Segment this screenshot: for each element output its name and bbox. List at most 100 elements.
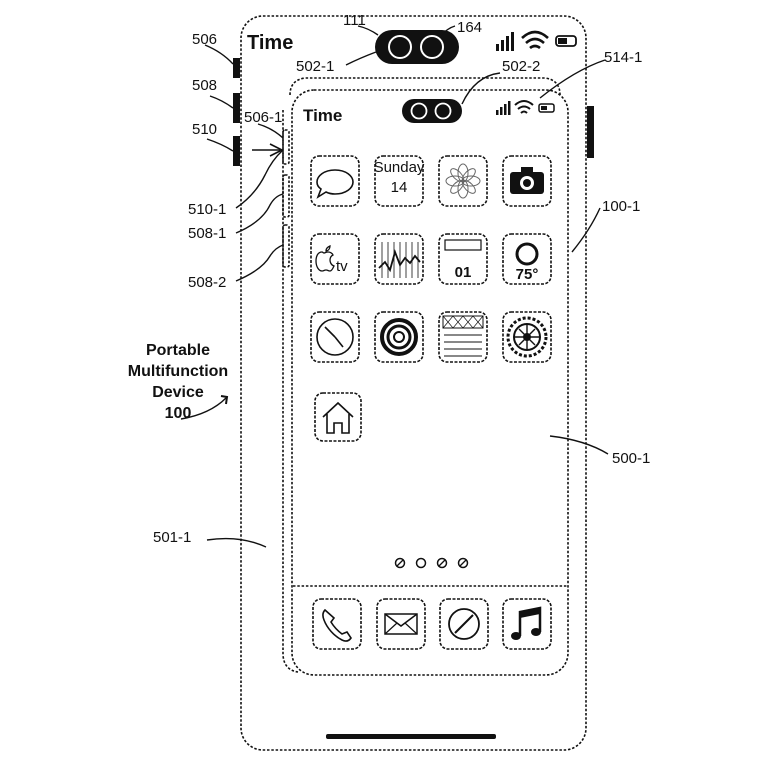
inner-button-508-2[interactable] bbox=[282, 224, 290, 268]
app-fitness[interactable] bbox=[374, 311, 424, 363]
inner-device-top-edge bbox=[289, 77, 561, 96]
outer-button-right[interactable] bbox=[587, 106, 594, 158]
dock-browser[interactable] bbox=[439, 598, 489, 650]
ref-500-1: 500-1 bbox=[612, 450, 650, 467]
inner-camera-cutout bbox=[402, 99, 462, 123]
ref-508: 508 bbox=[192, 77, 217, 94]
ref-508-2: 508-2 bbox=[188, 274, 226, 291]
caption-arrow bbox=[180, 397, 227, 420]
leader-164 bbox=[439, 25, 456, 37]
activity-rings-icon bbox=[380, 318, 418, 356]
music-note-icon bbox=[511, 606, 542, 640]
leader-111 bbox=[357, 25, 379, 36]
dock bbox=[293, 585, 567, 650]
caption-line-2: Multifunction bbox=[128, 363, 228, 380]
ref-502-1: 502-1 bbox=[296, 58, 334, 75]
speech-bubble-icon bbox=[316, 169, 354, 199]
leader-514-1 bbox=[539, 59, 606, 99]
ref-501-1: 501-1 bbox=[153, 529, 191, 546]
app-photos[interactable] bbox=[438, 155, 488, 207]
ref-508-1: 508-1 bbox=[188, 225, 226, 242]
leader-506 bbox=[204, 44, 234, 65]
leader-502-1 bbox=[345, 51, 377, 66]
app-grid: Sunday 14 bbox=[310, 155, 552, 442]
inner-button-508-1[interactable] bbox=[282, 174, 290, 218]
compass-icon bbox=[448, 608, 480, 640]
ref-164: 164 bbox=[457, 19, 482, 36]
app-calendar[interactable]: Sunday 14 bbox=[374, 155, 425, 207]
dock-music[interactable] bbox=[502, 598, 552, 650]
app-clock[interactable] bbox=[310, 311, 360, 363]
leader-502-2 bbox=[461, 72, 501, 105]
inner-device-left-edge bbox=[282, 110, 299, 673]
clock-icon bbox=[316, 318, 354, 356]
caption-line-1: Portable bbox=[146, 342, 210, 359]
outer-home-indicator[interactable] bbox=[326, 734, 496, 739]
weather-label: 75° bbox=[516, 266, 539, 283]
app-messages[interactable] bbox=[310, 155, 360, 207]
app-weather[interactable]: 75° bbox=[502, 233, 552, 285]
ref-510-1: 510-1 bbox=[188, 201, 226, 218]
home-icon bbox=[322, 401, 354, 434]
app-settings[interactable] bbox=[502, 311, 552, 363]
leader-100-1 bbox=[571, 207, 601, 253]
outer-battery-icon bbox=[555, 35, 577, 47]
outer-device: Time bbox=[233, 15, 594, 751]
apple-logo-icon bbox=[315, 244, 335, 272]
inner-wifi-icon bbox=[514, 100, 534, 114]
app-notes[interactable] bbox=[438, 311, 488, 363]
outer-device-body bbox=[240, 15, 587, 751]
outer-status-time: Time bbox=[247, 32, 293, 54]
leader-508-2 bbox=[235, 244, 284, 282]
leader-lines bbox=[180, 25, 609, 548]
ref-111: 111 bbox=[343, 12, 366, 29]
inner-status-time: Time bbox=[303, 106, 342, 125]
dock-phone[interactable] bbox=[312, 598, 362, 650]
leader-510 bbox=[206, 138, 234, 152]
ref-506: 506 bbox=[192, 31, 217, 48]
ref-510: 510 bbox=[192, 121, 217, 138]
leader-501-1 bbox=[206, 537, 267, 548]
ref-502-2: 502-2 bbox=[502, 58, 540, 75]
stocks-label: 01 bbox=[455, 264, 472, 281]
ref-514-1: 514-1 bbox=[604, 49, 642, 66]
app-camera[interactable] bbox=[502, 155, 552, 207]
app-stocks[interactable] bbox=[374, 233, 424, 285]
caption-line-3: Device bbox=[152, 384, 204, 401]
inner-signal-icon bbox=[496, 101, 511, 115]
outer-camera-cutout bbox=[375, 30, 459, 64]
mail-icon bbox=[384, 613, 418, 635]
outer-button-506[interactable] bbox=[233, 58, 240, 78]
inner-battery-icon bbox=[538, 103, 555, 113]
outer-wifi-icon bbox=[521, 30, 549, 50]
ref-100-1: 100-1 bbox=[602, 198, 640, 215]
leader-508 bbox=[209, 95, 234, 109]
ref-506-1: 506-1 bbox=[244, 109, 282, 126]
sun-icon bbox=[515, 242, 539, 266]
stock-line bbox=[378, 249, 421, 273]
calendar-date: 14 bbox=[391, 179, 408, 196]
inner-device: Time bbox=[282, 77, 569, 676]
app-clock-calc[interactable]: 01 bbox=[438, 233, 488, 285]
gear-icon bbox=[506, 316, 548, 358]
leader-506-1 bbox=[257, 123, 284, 139]
tv-label: tv bbox=[336, 258, 348, 275]
camera-icon bbox=[510, 167, 544, 194]
dock-mail[interactable] bbox=[376, 598, 426, 650]
page-indicator[interactable] bbox=[394, 557, 469, 569]
inner-button-506-1[interactable] bbox=[282, 129, 290, 165]
phone-icon bbox=[322, 608, 352, 642]
calendar-day: Sunday bbox=[374, 159, 425, 176]
flower-icon bbox=[445, 163, 481, 199]
device-caption: Portable Multifunction Device 100 bbox=[128, 342, 228, 422]
display-bar bbox=[444, 239, 482, 251]
outer-button-508[interactable] bbox=[233, 93, 240, 123]
outer-button-510[interactable] bbox=[233, 136, 240, 166]
notes-icon bbox=[442, 315, 484, 357]
reference-labels: 506 508 510 111 164 502-1 502-2 514-1 50… bbox=[153, 12, 650, 546]
leader-510-1 bbox=[235, 149, 284, 209]
app-home[interactable] bbox=[314, 392, 362, 442]
app-tv[interactable]: tv bbox=[310, 233, 360, 285]
leader-508-1 bbox=[235, 193, 284, 234]
